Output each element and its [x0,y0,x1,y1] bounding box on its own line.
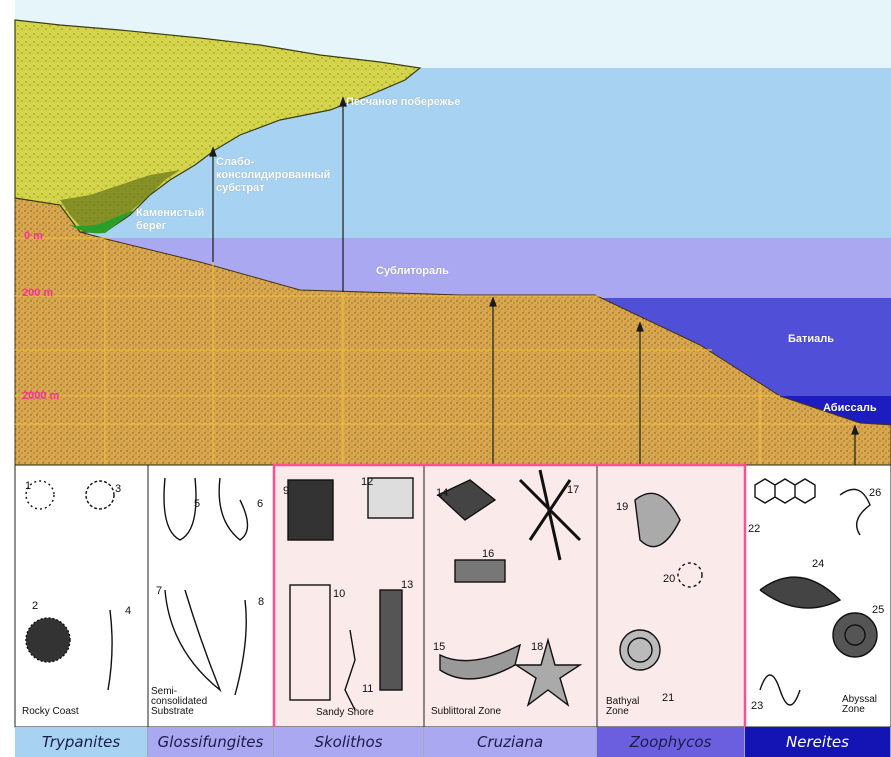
caption-semi-consolidated: Semi- consolidated Substrate [151,687,207,717]
caption-sublittoral-zone: Sublittoral Zone [431,707,501,717]
fossil-number: 20 [663,573,675,585]
label-semi-consolidated: Слабо- консолидированный субстрат [216,156,330,195]
fossil-number: 10 [333,588,345,600]
caption-sandy-shore: Sandy Shore [316,708,374,718]
fossil-number: 12 [361,476,373,488]
fossil-number: 8 [258,596,264,608]
fossil-number: 1 [25,480,31,492]
fossil-number: 23 [751,700,763,712]
ichnofacies-nereites: Nereites [745,727,891,757]
label-rocky-coast: Каменистый берег [136,207,204,233]
fossil-number: 5 [194,498,200,510]
ichnofacies-skolithos: Skolithos [274,727,424,757]
caption-rocky-coast: Rocky Coast [22,707,79,717]
fossil-number: 25 [872,604,884,616]
fossil-number: 3 [115,483,121,495]
fossil-number: 6 [257,498,263,510]
depth-0m: 0 m [24,230,43,242]
ichnofacies-trypanites: Trypanites [15,727,148,757]
label-sandy-coast: Песчаное побережье [346,96,460,109]
ichnofacies-glossifungites: Glossifungites [148,727,274,757]
fossil-number: 13 [401,579,413,591]
fossil-number: 7 [156,585,162,597]
fossil-number: 4 [125,605,131,617]
label-sublittoral: Сублитораль [376,265,449,278]
fossil-number: 16 [482,548,494,560]
fossil-number: 15 [433,641,445,653]
depth-200m: 200 m [22,287,53,299]
fossil-number: 22 [748,523,760,535]
depth-2000m: 2000 m [22,390,59,402]
fossil-number: 18 [531,641,543,653]
fossil-number: 17 [567,484,579,496]
label-abyssal: Абиссаль [823,402,877,415]
fossil-number: 24 [812,558,824,570]
fossil-number: 19 [616,501,628,513]
fossil-number: 9 [283,485,289,497]
ichnofacies-cruziana: Cruziana [424,727,597,757]
label-bathyal: Батиаль [788,333,834,346]
ichnofacies-zoophycos: Zoophycos [597,727,745,757]
caption-bathyal-zone: Bathyal Zone [606,697,639,717]
fossil-number: 11 [362,683,373,695]
panel-rocky-coast [15,465,148,727]
fossil-number: 26 [869,487,881,499]
fossil-number: 2 [32,600,38,612]
caption-abyssal-zone: Abyssal Zone [842,695,877,715]
fossil-number: 21 [662,692,674,704]
fossil-number: 14 [436,487,448,499]
